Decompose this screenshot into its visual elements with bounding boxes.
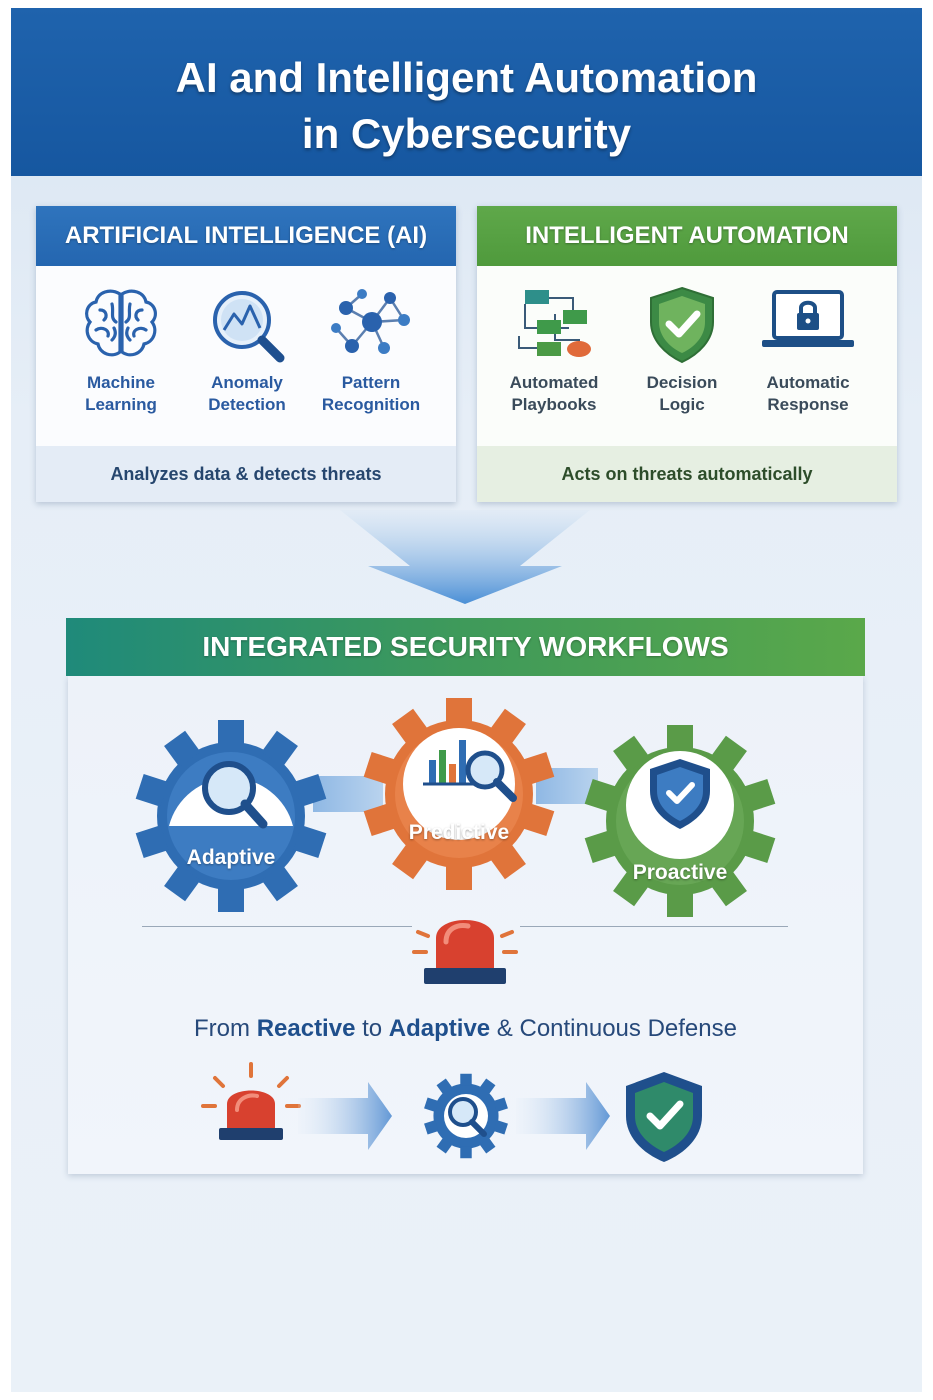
automation-panel: INTELLIGENT AUTOMATION Automated Playboo… — [477, 206, 897, 502]
page-title-line-1: AI and Intelligent Automation — [175, 54, 758, 101]
ai-item-machine-learning: Machine Learning — [56, 284, 186, 416]
divider-left — [142, 926, 412, 927]
proactive-gear-icon — [584, 725, 776, 917]
tagline-text: to — [355, 1015, 389, 1042]
shield-check-icon — [626, 1072, 702, 1162]
automation-panel-heading: INTELLIGENT AUTOMATION — [477, 206, 897, 266]
shield-check-icon — [650, 286, 714, 364]
ia-item-decision-logic: Decision Logic — [617, 284, 747, 416]
ai-panel: ARTIFICIAL INTELLIGENCE (AI) Machine Lea… — [36, 206, 456, 502]
gear-label-proactive: Proactive — [632, 861, 728, 884]
page-title-line-2: in Cybersecurity — [301, 110, 632, 157]
ia-item-label: Decision Logic — [646, 373, 718, 414]
tagline-adaptive: Adaptive — [388, 1015, 491, 1042]
tagline-text: & Continuous Defense — [490, 1015, 737, 1042]
workflow-heading: INTEGRATED SECURITY WORKFLOWS — [66, 618, 865, 676]
gear-label-adaptive: Adaptive — [186, 846, 276, 869]
merge-arrow-icon — [340, 510, 590, 604]
network-nodes-icon — [331, 289, 410, 354]
search-gear-icon — [424, 1073, 508, 1159]
laptop-lock-icon — [762, 290, 854, 347]
brain-icon — [85, 289, 157, 357]
adaptive-gear-icon — [135, 720, 327, 912]
title-banner: AI and Intelligent Automation in Cyberse… — [11, 8, 922, 176]
alarm-icon — [412, 920, 518, 984]
magnifier-chart-icon — [213, 291, 285, 363]
predictive-gear-icon — [363, 698, 555, 890]
ai-item-pattern-recognition: Pattern Recognition — [306, 284, 436, 416]
workflow-graphic — [135, 698, 776, 1162]
tagline-text: From — [194, 1015, 257, 1042]
transition-arrow-icon — [298, 1082, 392, 1150]
automation-panel-footer: Acts on threats automatically — [477, 446, 897, 502]
ai-panel-footer: Analyzes data & detects threats — [36, 446, 456, 502]
ai-panel-heading: ARTIFICIAL INTELLIGENCE (AI) — [36, 206, 456, 266]
ai-item-anomaly-detection: Anomaly Detection — [182, 284, 312, 416]
gear-label-predictive: Predictive — [408, 821, 510, 844]
alarm-icon — [201, 1062, 301, 1140]
flowchart-icon — [518, 290, 591, 357]
ai-item-label: Machine Learning — [85, 373, 157, 414]
transition-arrow-icon — [516, 1082, 610, 1150]
defense-tagline: From Reactive to Adaptive & Continuous D… — [68, 1015, 863, 1043]
ia-item-label: Automated Playbooks — [509, 373, 599, 414]
ia-item-automatic-response: Automatic Response — [743, 284, 873, 416]
ia-item-label: Automatic Response — [766, 373, 850, 414]
ai-item-label: Anomaly Detection — [208, 373, 286, 414]
divider-right — [520, 926, 788, 927]
ia-item-automated-playbooks: Automated Playbooks — [489, 284, 619, 416]
ai-item-label: Pattern Recognition — [321, 373, 421, 414]
tagline-reactive: Reactive — [256, 1015, 356, 1042]
